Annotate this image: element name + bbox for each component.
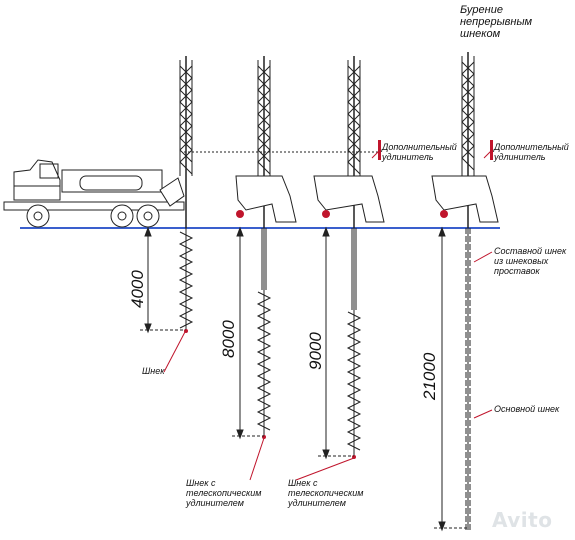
telescopic-auger-label-1: Шнек с телескопическим удлинителем [186, 478, 262, 508]
auger-label: Шнек [142, 366, 165, 376]
auger-4 [465, 228, 471, 530]
dimension-4000: 4000 [128, 270, 147, 308]
extension-label-2: Дополнительный удлинитель [494, 142, 569, 162]
title-label: Бурение непрерывным шнеком [460, 4, 533, 40]
mast-2 [235, 56, 297, 228]
mast-4 [431, 52, 499, 228]
dimension-9000: 9000 [306, 332, 325, 370]
mast-1 [179, 56, 193, 228]
drilling-truck [3, 159, 185, 228]
avito-watermark: Avito [492, 508, 553, 532]
telescopic-auger-label-2: Шнек с телескопическим удлинителем [288, 478, 364, 508]
auger-3 [346, 228, 362, 459]
dimension-8000: 8000 [219, 320, 238, 358]
dimension-21000: 21000 [420, 352, 439, 400]
composite-auger-label: Составной шнек из шнековых проставок [494, 246, 567, 276]
rotary-heads [236, 210, 448, 218]
auger-2 [256, 228, 272, 439]
leader-lines [163, 149, 493, 481]
extension-label-1: Дополнительный удлинитель [382, 142, 457, 162]
mast-3 [313, 56, 385, 228]
auger-1 [178, 228, 194, 333]
dimension-lines [140, 226, 468, 532]
main-auger-label: Основной шнек [494, 404, 560, 414]
